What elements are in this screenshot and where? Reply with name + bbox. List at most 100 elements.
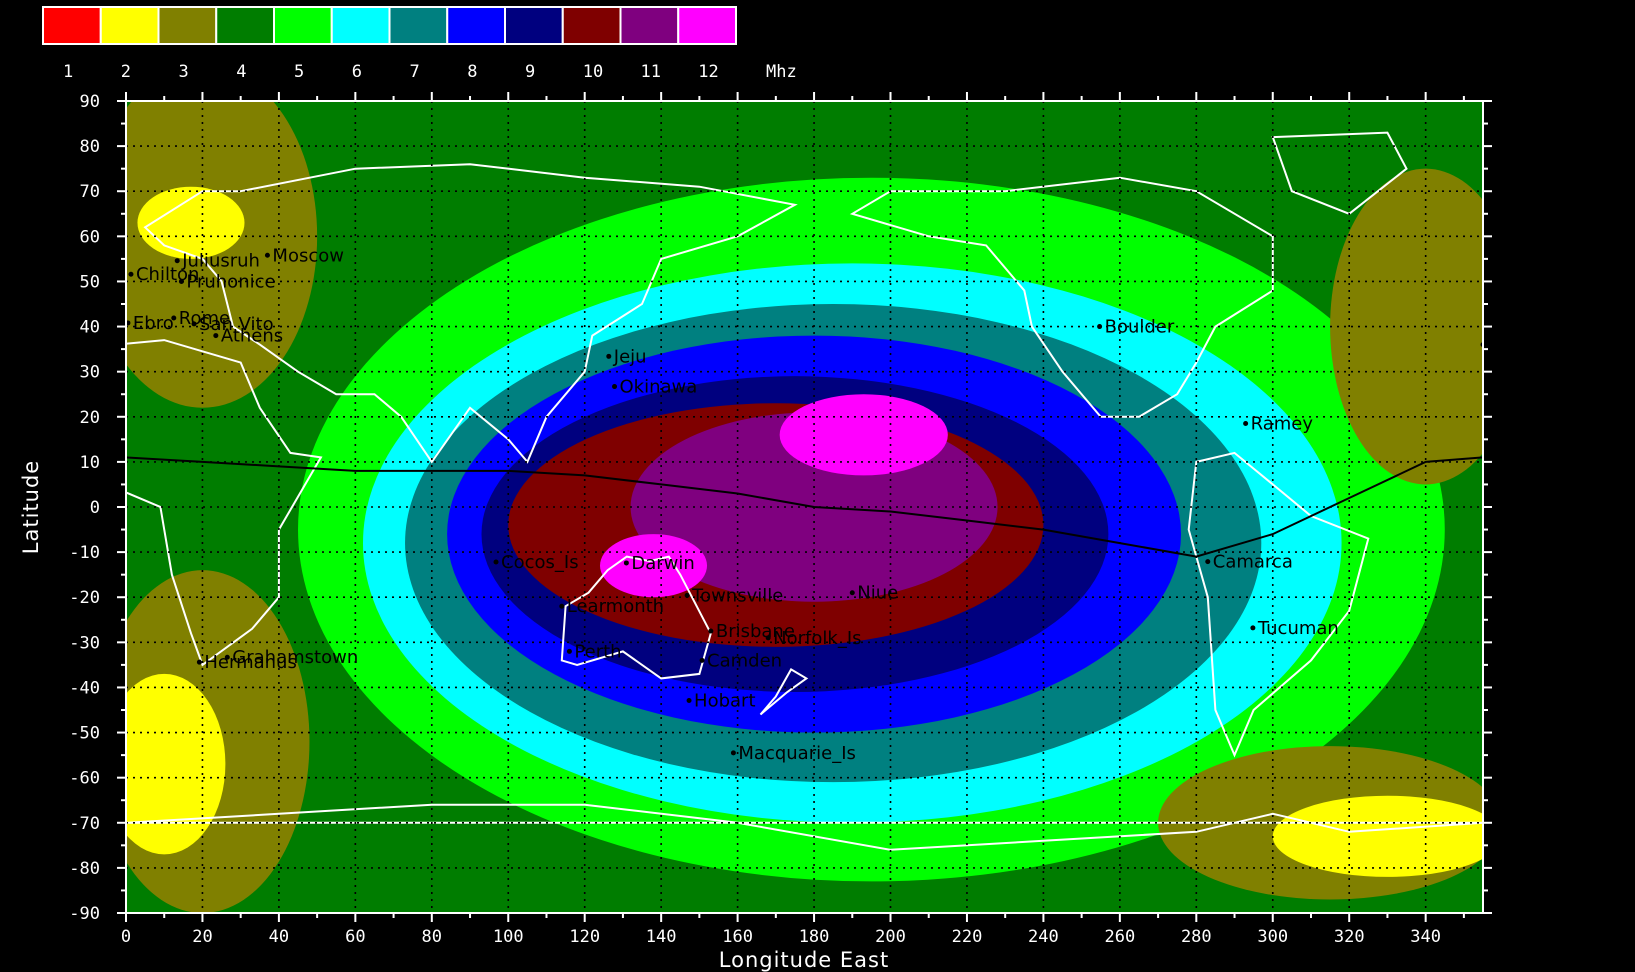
station-label-pruhonice: Pruhonice bbox=[186, 271, 275, 292]
x-tick-label-20: 20 bbox=[192, 927, 212, 947]
station-label-perth: Perth bbox=[574, 641, 621, 662]
legend-swatch-2 bbox=[99, 6, 160, 45]
axis-ticks bbox=[117, 92, 1492, 922]
station-marker-juliusruh bbox=[174, 258, 180, 264]
station-label-hobart: Hobart bbox=[694, 691, 755, 712]
x-tick-label-180: 180 bbox=[799, 927, 830, 947]
legend-label-4: 4 bbox=[236, 62, 246, 82]
station-marker-tucuman bbox=[1250, 625, 1256, 631]
legend-swatch-8 bbox=[446, 6, 506, 45]
y-tick-label--90: -90 bbox=[69, 904, 100, 924]
legend-label-7: 7 bbox=[410, 62, 420, 82]
station-marker-niue bbox=[849, 590, 855, 596]
contour-level-2 bbox=[137, 186, 245, 259]
station-label-learmonth: Learmonth bbox=[567, 596, 664, 617]
station-marker-cocos-is bbox=[493, 559, 499, 565]
x-tick-label-60: 60 bbox=[345, 927, 365, 947]
legend-label-3: 3 bbox=[179, 62, 189, 82]
station-marker-moscow bbox=[264, 252, 270, 258]
station-label-chilton: Chilton bbox=[136, 264, 199, 285]
x-tick-label-340: 340 bbox=[1410, 927, 1441, 947]
station-marker-macquarie-is bbox=[730, 750, 736, 756]
coastline-3 bbox=[849, 176, 1274, 418]
legend-swatch-10 bbox=[561, 6, 622, 45]
station-label-brisbane: Brisbane bbox=[716, 621, 795, 642]
contour-level-3 bbox=[1330, 168, 1483, 485]
y-tick-label-60: 60 bbox=[80, 227, 100, 247]
legend-swatch-11 bbox=[619, 6, 680, 45]
y-tick-label--50: -50 bbox=[69, 724, 100, 744]
y-tick-label--10: -10 bbox=[69, 543, 100, 563]
station-marker-ramey bbox=[1243, 421, 1249, 427]
y-tick-label-10: 10 bbox=[80, 453, 100, 473]
station-marker-perth bbox=[566, 648, 572, 654]
y-axis-title: Latitude bbox=[19, 460, 43, 554]
y-tick-label--60: -60 bbox=[69, 769, 100, 789]
station-label-juliusruh: Juliusruh bbox=[181, 251, 260, 272]
station-label-moscow: Moscow bbox=[272, 245, 344, 266]
legend-swatch-5 bbox=[273, 6, 333, 45]
legend-label-2: 2 bbox=[121, 62, 131, 82]
x-tick-label-260: 260 bbox=[1104, 927, 1135, 947]
y-tick-label-90: 90 bbox=[80, 92, 100, 112]
station-label-niue: Niue bbox=[857, 583, 898, 604]
coastline-2 bbox=[1187, 451, 1370, 758]
station-label-macquarie-is: Macquarie_Is bbox=[738, 743, 855, 764]
station-marker-camden bbox=[699, 657, 705, 663]
station-marker-darwin bbox=[623, 560, 629, 566]
station-marker-learmonth bbox=[559, 603, 565, 609]
station-marker-okinawa bbox=[612, 384, 618, 390]
y-tick-label-50: 50 bbox=[80, 272, 100, 292]
station-label-darwin: Darwin bbox=[631, 553, 694, 574]
station-marker-jeju bbox=[606, 353, 612, 359]
y-tick-label--70: -70 bbox=[69, 814, 100, 834]
station-marker-athens bbox=[213, 333, 219, 339]
station-marker-pruhonice bbox=[178, 278, 184, 284]
coastline-4 bbox=[143, 163, 798, 464]
y-tick-label-70: 70 bbox=[80, 182, 100, 202]
legend-swatch-3 bbox=[157, 6, 218, 45]
y-tick-label--40: -40 bbox=[69, 678, 100, 698]
legend-swatch-9 bbox=[504, 6, 564, 45]
x-tick-label-120: 120 bbox=[569, 927, 600, 947]
contour-level-3 bbox=[126, 101, 318, 408]
x-tick-label-200: 200 bbox=[875, 927, 906, 947]
x-tick-label-300: 300 bbox=[1257, 927, 1288, 947]
x-tick-label-320: 320 bbox=[1334, 927, 1365, 947]
station-label-tucuman: Tucuman bbox=[1257, 618, 1339, 639]
station-label-camden: Camden bbox=[707, 650, 782, 671]
station-label-hermanus: Hermanus bbox=[204, 652, 296, 673]
y-tick-label-30: 30 bbox=[80, 363, 100, 383]
y-tick-label--80: -80 bbox=[69, 859, 100, 879]
station-label-jeju: Jeju bbox=[613, 346, 647, 367]
station-marker-chilton bbox=[128, 271, 134, 277]
station-marker-brisbane bbox=[708, 628, 714, 634]
contour-level-12 bbox=[779, 394, 948, 476]
dotted-grid bbox=[126, 101, 1483, 913]
station-marker-camarca bbox=[1205, 559, 1211, 565]
station-label-athens: Athens bbox=[221, 326, 283, 347]
station-label-ebro: Ebro bbox=[133, 313, 174, 334]
legend-label-9: 9 bbox=[525, 62, 535, 82]
station-marker-hermanus bbox=[196, 659, 202, 665]
station-label-norfolk-is: Norfolk_Is bbox=[773, 628, 861, 649]
station-label-okinawa: Okinawa bbox=[620, 377, 698, 398]
station-label-ramey: Ramey bbox=[1251, 414, 1314, 435]
y-tick-labels: 9080706050403020100-10-20-30-40-50-60-70… bbox=[69, 92, 100, 924]
legend-label-8: 8 bbox=[467, 62, 477, 82]
station-marker-grahamstown bbox=[224, 654, 230, 660]
coastline-7 bbox=[759, 668, 809, 716]
legend-unit: Mhz bbox=[766, 62, 797, 82]
x-tick-label-240: 240 bbox=[1028, 927, 1059, 947]
station-label-grahamstown: Grahamstown bbox=[232, 647, 358, 668]
contour-level-12 bbox=[599, 534, 708, 598]
coastline-layer bbox=[126, 131, 1483, 851]
coastline-0 bbox=[126, 339, 323, 667]
legend-swatch-4 bbox=[215, 6, 275, 45]
legend-label-1: 1 bbox=[63, 62, 73, 82]
x-tick-label-280: 280 bbox=[1181, 927, 1212, 947]
x-tick-label-140: 140 bbox=[646, 927, 677, 947]
coastline-6 bbox=[1271, 131, 1408, 215]
